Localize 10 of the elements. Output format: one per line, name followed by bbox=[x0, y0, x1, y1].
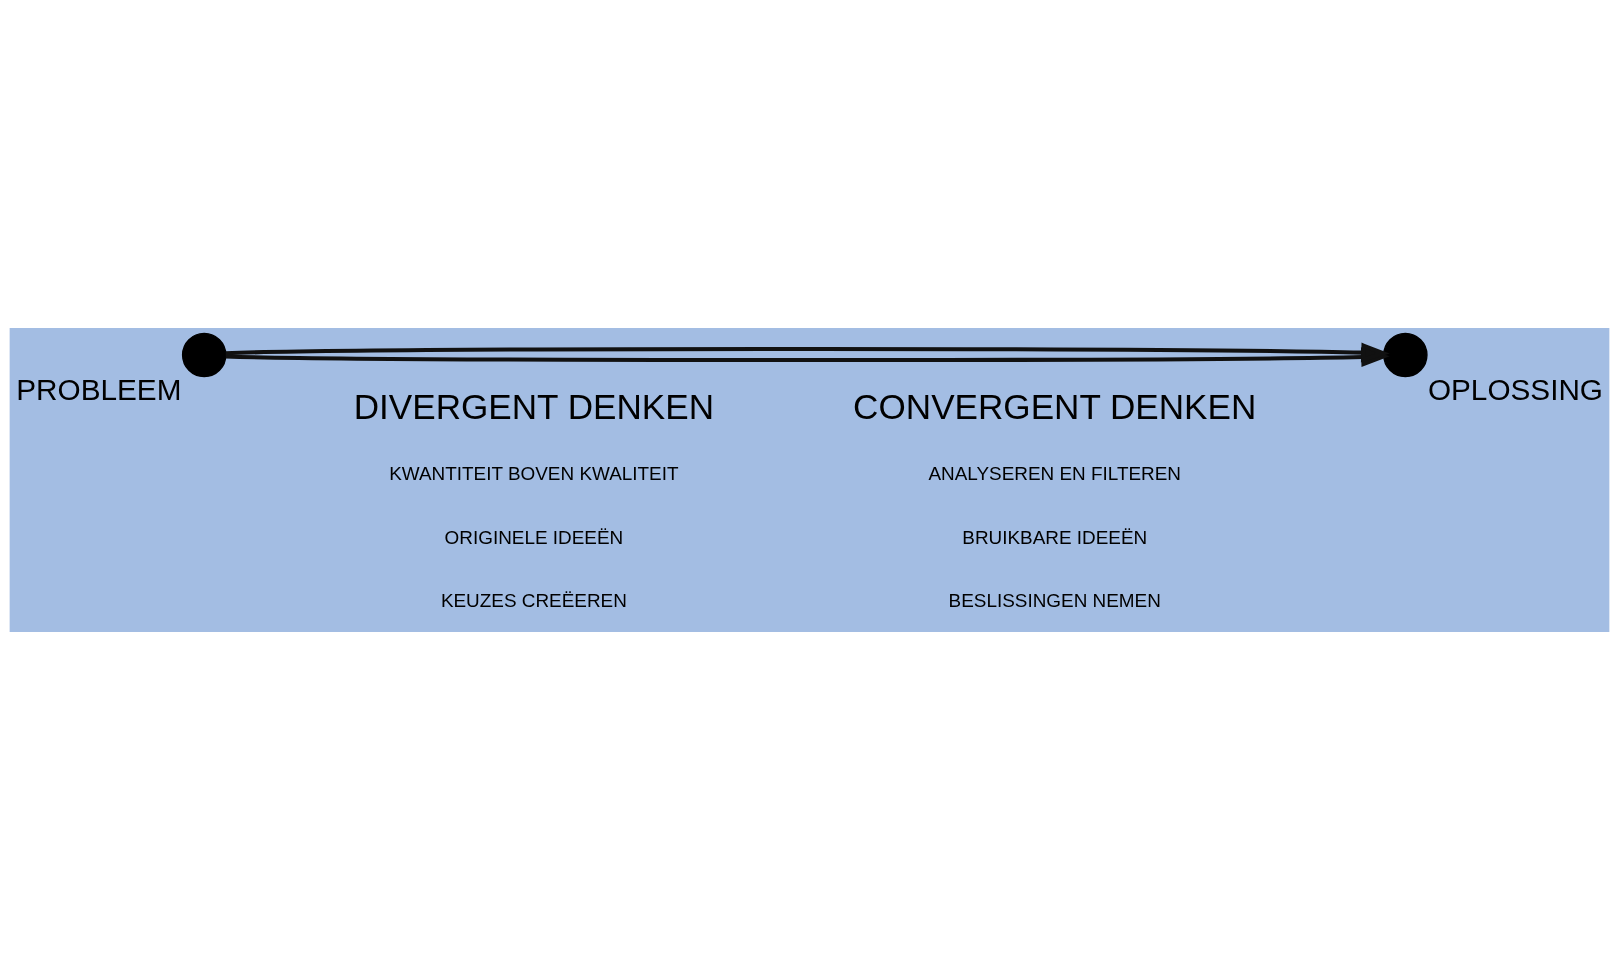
node-label: OPLOSSING bbox=[1427, 372, 1603, 406]
node-label: PROBLEEM bbox=[16, 372, 182, 406]
label: CONVERGENT DENKEN bbox=[853, 386, 1257, 426]
label: BESLISSINGEN NEMEN bbox=[948, 589, 1161, 611]
label: DIVERGENT DENKEN bbox=[353, 386, 715, 426]
label: ORIGINELE IDEEËN bbox=[444, 526, 624, 548]
label: KWANTITEIT BOVEN KWALITEIT bbox=[389, 462, 679, 484]
label: BRUIKBARE IDEEËN bbox=[962, 526, 1148, 548]
label: KEUZES CREËEREN bbox=[440, 589, 627, 611]
label: ANALYSEREN EN FILTEREN bbox=[928, 462, 1181, 484]
